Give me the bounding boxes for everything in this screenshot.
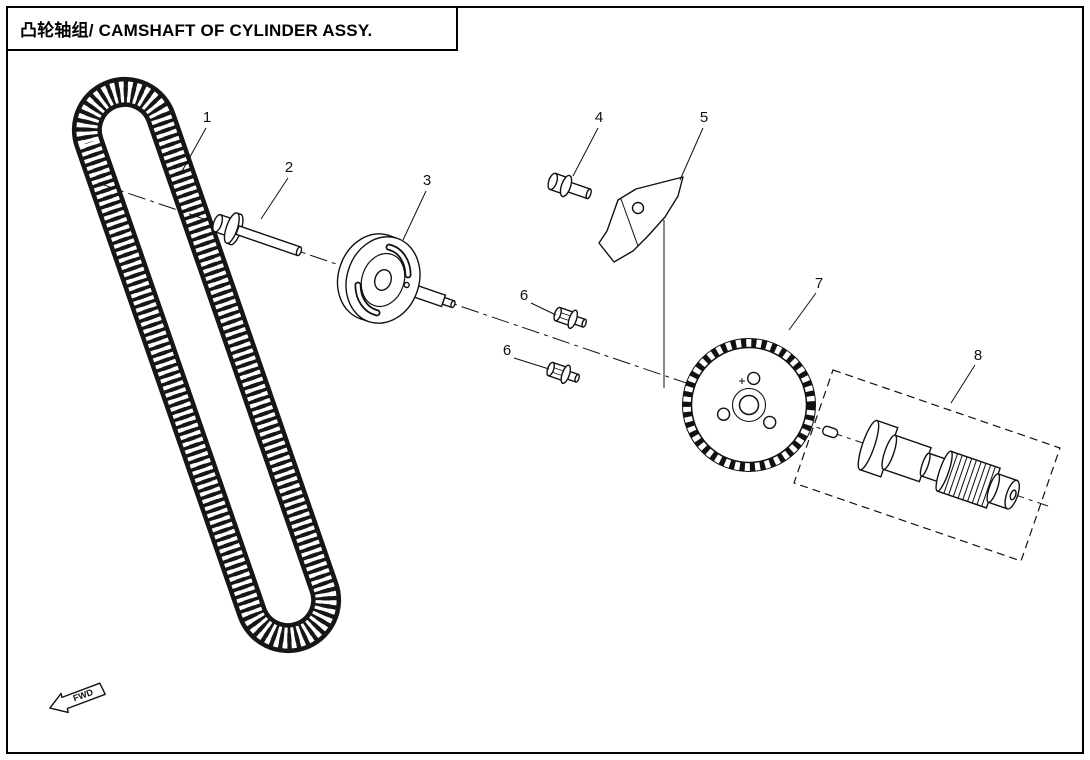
camshaft-ribbed-cap: [935, 450, 953, 492]
bolt4-head-cap: [547, 172, 559, 191]
leader-4: [572, 127, 599, 177]
dowel-pin: [822, 425, 839, 439]
nut-cap: [553, 306, 562, 322]
camshaft-journal-cap: [881, 434, 898, 471]
callout-5: 5: [700, 109, 708, 126]
retainer-plate: [598, 176, 684, 263]
sprocket-center-hole: [738, 394, 760, 416]
page-title: 凸轮轴组/ CAMSHAFT OF CYLINDER ASSY.: [20, 21, 373, 40]
bolt4-flange: [559, 174, 573, 198]
auto-decompressor-assembly: [336, 233, 456, 324]
timing-sprocket: [682, 338, 816, 472]
leader-5: [679, 127, 704, 181]
carrier-slot-upper: [385, 243, 412, 279]
callout-6a: 6: [520, 287, 528, 304]
fwd-arrow-icon: [49, 682, 106, 714]
leader-1: [180, 127, 207, 174]
sprocket-bolt-hole: [716, 407, 731, 421]
callout-6b: 6: [503, 342, 511, 359]
callout-2: 2: [285, 159, 293, 176]
leader-3: [402, 190, 427, 241]
callout-3: 3: [423, 172, 431, 189]
nut-stub-tip: [581, 318, 587, 328]
bolt4-tip: [585, 188, 592, 200]
carrier-slot-lower: [354, 281, 381, 317]
leader-lines: [180, 127, 976, 404]
flange-nut-lower: [546, 361, 580, 385]
carrier-hub: [373, 269, 393, 291]
sprocket-bolt-hole: [763, 415, 777, 430]
bolt-head-cap: [212, 213, 224, 233]
callout-1: 1: [203, 109, 211, 126]
leader-7: [788, 292, 817, 331]
mounting-bolt: [547, 172, 592, 200]
sprocket-hub-ring: [731, 387, 767, 423]
flange-nut-upper: [553, 306, 587, 330]
carrier-inner-ring: [360, 252, 406, 308]
callout-7: 7: [815, 275, 823, 292]
leader-2: [260, 177, 289, 220]
nut-flange: [567, 309, 579, 330]
fwd-marker: FWD: [49, 682, 106, 714]
camshaft-end-hole: [1009, 489, 1017, 501]
plate-outline: [598, 176, 684, 263]
callout-4: 4: [595, 109, 603, 126]
callouts: 1 2 3 4 5 6 6 7 8: [203, 109, 982, 364]
camshaft-rib-texture: [943, 453, 996, 507]
plate-hole: [631, 201, 645, 215]
camshaft-neck-cap: [919, 452, 931, 477]
callout-8: 8: [974, 347, 982, 364]
camshaft-end-boss-cap: [986, 473, 1001, 504]
leader-8: [950, 364, 976, 404]
nut-stub-tip: [574, 373, 580, 383]
pin-shaft: [235, 224, 302, 257]
leader-6b: [513, 357, 550, 370]
title-block: 凸轮轴组/ CAMSHAFT OF CYLINDER ASSY.: [6, 6, 458, 51]
carrier-pivot-pin: [403, 281, 410, 289]
timing-mark: [739, 378, 745, 384]
pin-tip: [295, 246, 303, 257]
carrier-stub-end: [450, 300, 456, 309]
nut-flange: [560, 364, 572, 385]
camshaft-assembly: [822, 419, 1021, 510]
washer-bolt-pin: [212, 212, 303, 257]
plate-bend-line: [620, 198, 639, 247]
sprocket-teeth: [682, 338, 816, 472]
camshaft-boundary-box: [793, 369, 1061, 562]
sprocket-bolt-hole: [747, 371, 761, 386]
timing-chain: [71, 76, 342, 654]
leader-6a: [530, 302, 557, 316]
camshaft-flange-cap: [857, 419, 880, 471]
